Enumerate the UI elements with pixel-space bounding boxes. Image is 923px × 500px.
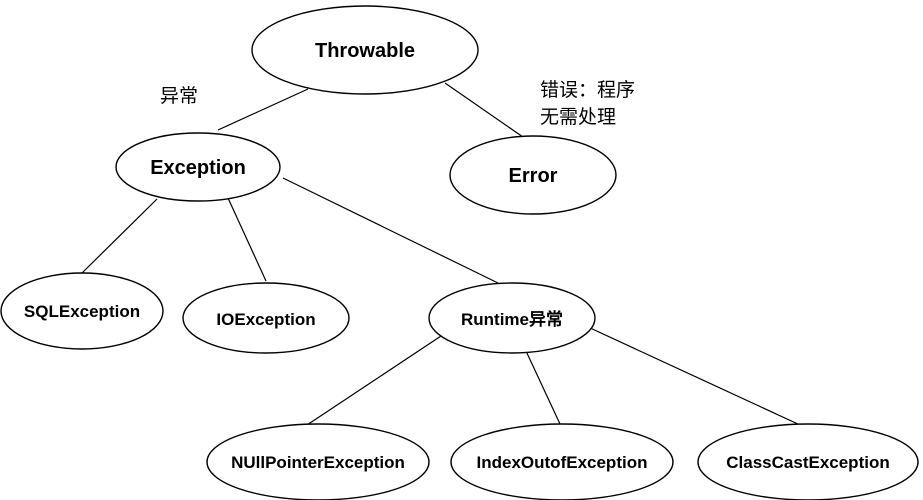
diagram-nodes: Throwable Exception Error SQLException I…	[0, 5, 919, 500]
edge-throwable-exception	[217, 88, 309, 131]
node-classcastexception-shape	[697, 423, 919, 500]
node-ioexception-shape	[182, 282, 350, 354]
diagram-edges	[81, 82, 801, 426]
node-indexoutofexception: IndexOutofException	[450, 423, 674, 500]
node-throwable-label: Throwable	[315, 40, 415, 62]
edge-throwable-error	[444, 82, 524, 138]
node-indexoutofexception-label: IndexOutofException	[477, 453, 648, 472]
node-sqlexception: SQLException	[0, 272, 164, 350]
edge-exception-ioexception	[227, 197, 267, 282]
node-error-label: Error	[509, 165, 558, 187]
diagram-annotations: 异常 错误：程序 无需处理	[160, 79, 635, 128]
node-runtime-shape	[428, 282, 596, 354]
error-annotation-line-2: 无需处理	[540, 106, 616, 128]
node-ioexception: IOException	[182, 282, 350, 354]
node-throwable-shape	[251, 5, 479, 95]
edge-exception-sqlexception	[81, 198, 158, 274]
node-exception-label: Exception	[150, 157, 246, 179]
edge-runtime-classcast	[587, 326, 801, 426]
exception-annotation: 异常	[160, 85, 198, 107]
node-runtime: Runtime异常	[428, 282, 596, 354]
node-ioexception-label: IOException	[216, 310, 315, 329]
node-exception: Exception	[115, 132, 281, 202]
node-sqlexception-shape	[0, 272, 164, 350]
node-nullpointerexception-shape	[206, 423, 430, 500]
node-exception-shape	[115, 132, 281, 202]
edge-runtime-indexoutof	[525, 350, 561, 425]
edge-exception-runtime	[282, 177, 499, 284]
node-throwable: Throwable	[251, 5, 479, 95]
node-nullpointerexception-label: NUllPointerException	[231, 453, 405, 472]
error-annotation-line-1: 错误：程序	[540, 79, 635, 101]
node-classcastexception: ClassCastException	[697, 423, 919, 500]
node-sqlexception-label: SQLException	[24, 302, 140, 321]
node-nullpointerexception: NUllPointerException	[206, 423, 430, 500]
node-classcastexception-label: ClassCastException	[726, 453, 889, 472]
node-error-shape	[449, 135, 617, 215]
edge-runtime-nullpointer	[306, 335, 442, 426]
node-error: Error	[449, 135, 617, 215]
node-indexoutofexception-shape	[450, 423, 674, 500]
node-runtime-label: Runtime异常	[461, 309, 563, 329]
